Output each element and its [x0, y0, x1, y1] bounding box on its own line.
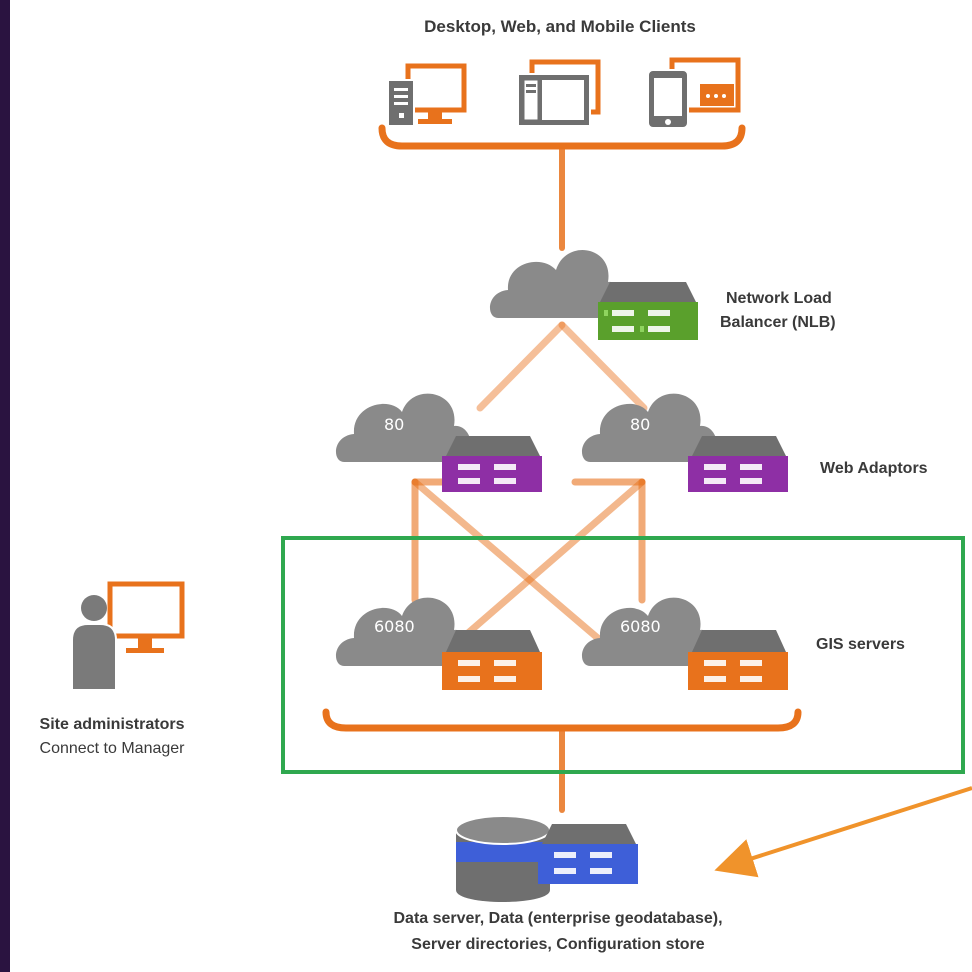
gis-server-left: 6080 — [335, 597, 542, 690]
person-at-computer-icon — [71, 581, 185, 691]
port-label: 6080 — [620, 617, 661, 636]
data-server-icon — [538, 824, 638, 884]
nlb-label-line2: Balancer (NLB) — [720, 314, 836, 331]
tablet-icon — [517, 59, 601, 127]
architecture-diagram: 80 80 6080 6080 — [10, 0, 972, 972]
nlb-server-icon — [598, 282, 698, 340]
data-label-line2: Server directories, Configuration store — [411, 936, 705, 953]
gis-highlight-box — [281, 536, 965, 774]
database-icon — [455, 815, 551, 902]
web-adaptor-left: 80 — [335, 393, 542, 492]
gis-servers-label: GIS servers — [816, 636, 905, 653]
connection-lines — [192, 124, 802, 813]
mobile-icon — [647, 57, 741, 129]
diagram-canvas: 80 80 6080 6080 — [71, 57, 972, 902]
data-label-line1: Data server, Data (enterprise geodatabas… — [393, 910, 723, 927]
clients-label: Desktop, Web, and Mobile Clients — [424, 17, 696, 36]
gis-server-right: 6080 — [581, 597, 788, 690]
admin-label-line2: Connect to Manager — [39, 740, 185, 757]
port-label: 6080 — [374, 617, 415, 636]
annotation-arrow — [714, 786, 972, 878]
web-adaptor-right: 80 — [581, 393, 788, 492]
port-label: 80 — [384, 415, 404, 434]
web-adaptors-label: Web Adaptors — [820, 460, 928, 477]
port-label: 80 — [630, 415, 650, 434]
nlb-label-line1: Network Load — [726, 290, 832, 307]
nlb-cloud-icon — [489, 249, 626, 318]
desktop-icon — [387, 63, 467, 127]
admin-label-line1: Site administrators — [39, 716, 185, 733]
